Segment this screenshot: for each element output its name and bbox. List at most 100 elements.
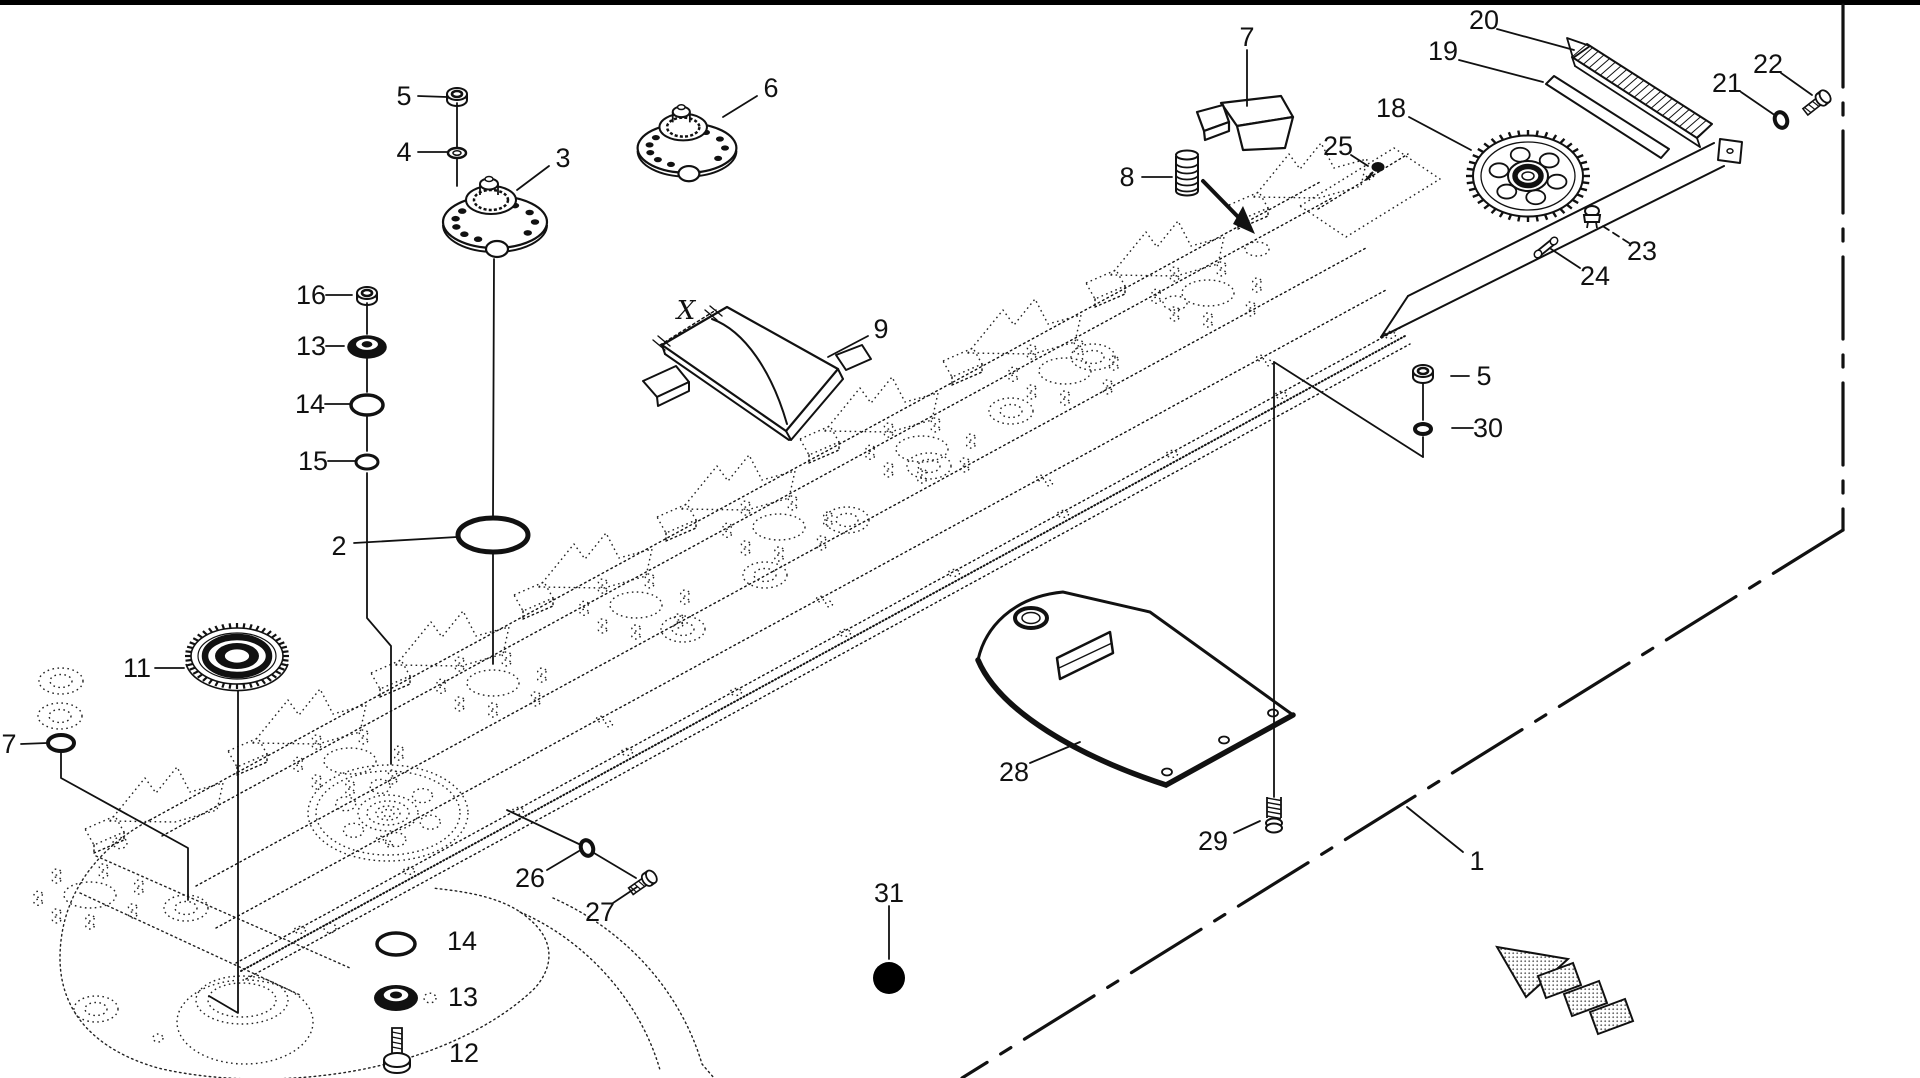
bolt-peg-1-2-top [358,729,369,737]
backing-strip-20-hatch-18 [1673,108,1690,123]
callout-2: 2 [331,531,346,561]
bolt-22-head-u [1824,101,1830,106]
cover-plate-28-oval-inner [1021,611,1041,625]
bolt-peg-7-2-bot [1216,269,1227,277]
bolt-peg-2-4-bot [530,699,541,707]
spring-8-coil-3 [1175,180,1199,187]
bolt-peg-6-2-bot [1073,347,1084,355]
washer-4-ring [446,146,468,160]
rail-bottom-2 [245,343,1411,980]
leader-27 [612,886,638,904]
hub-3-notch [484,239,510,259]
bolt-peg-5-1-bot [883,430,894,438]
gear-11-tooth-20 [186,662,194,667]
bolt-12-thread-1 [391,1036,403,1040]
callout-16: 16 [296,280,326,310]
gear-11-bore [223,647,251,665]
gear-11-tooth-21 [185,658,192,662]
gear-11-tooth-28 [202,630,208,636]
leader-28 [1029,741,1081,764]
hub-3-hole-0 [473,236,483,243]
backing-strip-20-hatch-5 [1599,61,1616,76]
bolt-peg-2-1-top [454,656,465,664]
callout-20: 20 [1469,5,1499,35]
bolt-peg-3-2-top [644,573,655,581]
phantom-bracket-right [1299,147,1441,238]
washer-ring-outer-0 [660,615,706,643]
arrow-8-head [1233,206,1255,234]
bolt-peg-0-4-top [127,903,138,911]
gear-18-tooth-19 [1466,181,1474,185]
bolt-22-thread-2 [1812,100,1820,107]
gear-11-tooth-24 [186,645,194,650]
bolt-peg-1-2-bot [358,737,369,745]
backing-strip-20-hatch-9 [1622,76,1639,91]
bolt-circle-hub-5 [895,435,949,463]
bolt-peg-2-3-bot [536,675,547,683]
gear-11-tooth-4 [275,670,282,675]
washer-ring-outer-7 [73,995,119,1023]
bolt-peg-0-2-top [98,863,109,871]
hub-6-hole-4 [651,134,660,141]
hub-3-hole-4 [458,208,467,214]
gear-11-tooth-5 [271,673,277,679]
rail-mid-face [215,289,1387,929]
spring-8-coil-4 [1175,186,1199,193]
housing-circle-1 [323,922,337,934]
bolt-22-thread-0 [1804,106,1812,114]
bolt-peg-3-5-bot [631,632,641,640]
gear-18-tooth-21 [1466,167,1474,171]
bolt-peg-5-6-top [883,462,894,470]
roll-pin-24 [1533,236,1559,259]
washer-ring-inner-3 [917,458,941,474]
bolt-peg-6-4-bot [1102,387,1113,395]
leader-16-stack4 [366,472,392,765]
hub-6 [636,104,738,183]
leader-5a [417,95,448,98]
gear-11-tooth-41 [278,641,285,646]
hub-3-hole-8 [525,209,534,216]
washer-21 [1772,110,1790,130]
gear-18-tooth-1 [1582,181,1590,185]
leader-20 [1496,28,1575,51]
bolt-12-thread-0 [391,1031,403,1035]
knife-section-phantom-8 [1253,142,1368,199]
rail-peg-4-b [1264,359,1274,367]
leader-23 [1600,224,1630,244]
bolt-peg-4-2-top [787,495,798,503]
bolt-peg-3-4-top [673,613,684,621]
rail-bottom-dense [240,335,1406,972]
washer-4 [446,146,468,160]
phantom-gear-hole-0 [419,814,441,830]
bolt-peg-7-5-top [1203,312,1213,320]
bolt-peg-2-0-top [436,678,447,686]
callout-28: 28 [999,757,1029,787]
rail-hole-0 [293,925,307,935]
callout-29: 29 [1198,826,1228,856]
rail-peg-4-a [1255,354,1265,362]
leader-3 [516,165,550,191]
bracket-arm-line-2 [1380,295,1409,338]
washer-ring-outer-8 [38,667,84,695]
gear-11-tooth-1 [282,658,289,662]
bolt-12 [383,1027,411,1074]
bolt-peg-6-4-top [1102,379,1113,387]
bolt-peg-7-1-top [1169,266,1180,274]
bolt-29-thread-4 [1266,815,1282,820]
oring-14b [375,931,417,957]
backing-strip-20-hatch-12 [1639,87,1656,102]
washer-ring-inner-5 [1081,349,1105,365]
bolt-peg-0-5-bot [85,922,95,930]
callout-30: 30 [1473,413,1503,443]
x-dimension-tick-2 [704,309,718,321]
backing-strip-20-hatch-15 [1656,98,1673,113]
washer-ring-outer-2 [824,506,870,534]
bolt-peg-4-2-bot [787,503,798,511]
bolt-29-thread-1 [1266,801,1282,806]
bolt-29-thread-3 [1266,810,1282,815]
knife-clamp-drop-6-2 [951,371,983,386]
washer-ring-outer-4 [988,397,1034,425]
bolt-peg-2-4-top [530,691,541,699]
